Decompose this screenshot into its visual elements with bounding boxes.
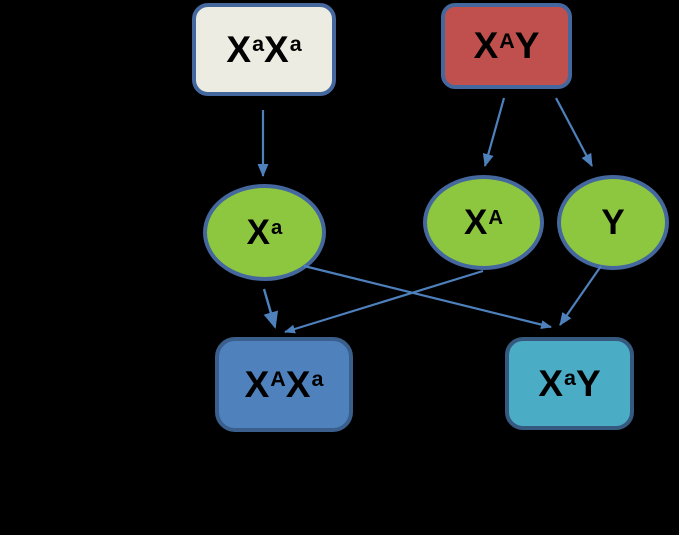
arrow-parent-male-to-gamete-y — [555, 97, 593, 167]
gamete-y-ellipse: Y — [557, 175, 669, 270]
arrow-gamete-y-to-offspring-xaY — [559, 265, 602, 326]
arrow-parent-male-to-gamete-xA — [482, 97, 506, 167]
gamete-y-label: Y — [601, 202, 625, 242]
arrow-gamete-xa-to-offspring-xAxa — [262, 288, 279, 329]
arrow-gamete-xA-to-offspring-xAxa — [284, 269, 484, 334]
arrow-gamete-xa-to-offspring-xaY — [303, 264, 552, 329]
